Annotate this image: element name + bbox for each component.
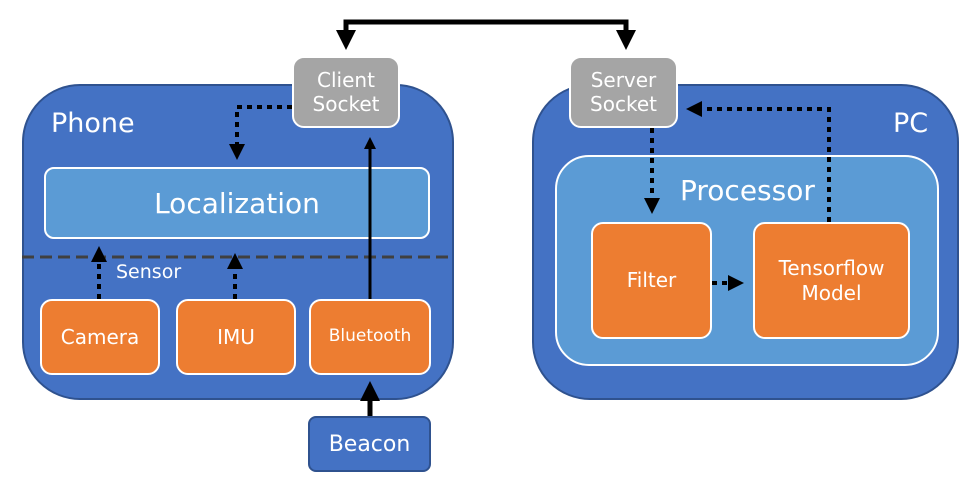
filter-label: Filter	[626, 268, 677, 292]
client-socket-box: Client Socket	[292, 56, 400, 128]
tensorflow-to-server-arrow	[686, 101, 831, 222]
bluetooth-box: Bluetooth	[309, 299, 431, 375]
tensorflow-model-box: Tensorflow Model	[753, 222, 910, 339]
server-socket-label: Server Socket	[590, 68, 657, 116]
server-socket-box: Server Socket	[569, 56, 678, 128]
client-to-localization-arrow	[229, 105, 292, 160]
socket-link-arrow	[343, 19, 636, 50]
camera-label: Camera	[60, 324, 140, 349]
camera-box: Camera	[40, 299, 160, 375]
beacon-box: Beacon	[308, 416, 431, 472]
client-socket-label: Client Socket	[312, 68, 380, 116]
phone-label: Phone	[51, 108, 135, 139]
pc-label: PC	[893, 108, 929, 139]
localization-label: Localization	[154, 186, 320, 220]
sensor-label: Sensor	[116, 261, 182, 283]
beacon-label: Beacon	[328, 431, 411, 457]
bluetooth-label: Bluetooth	[328, 326, 412, 347]
filter-box: Filter	[591, 222, 712, 339]
processor-label: Processor	[680, 174, 815, 207]
tensorflow-model-label: Tensorflow Model	[778, 255, 885, 305]
imu-label: IMU	[217, 324, 255, 349]
imu-box: IMU	[176, 299, 296, 375]
localization-box: Localization	[44, 167, 430, 239]
